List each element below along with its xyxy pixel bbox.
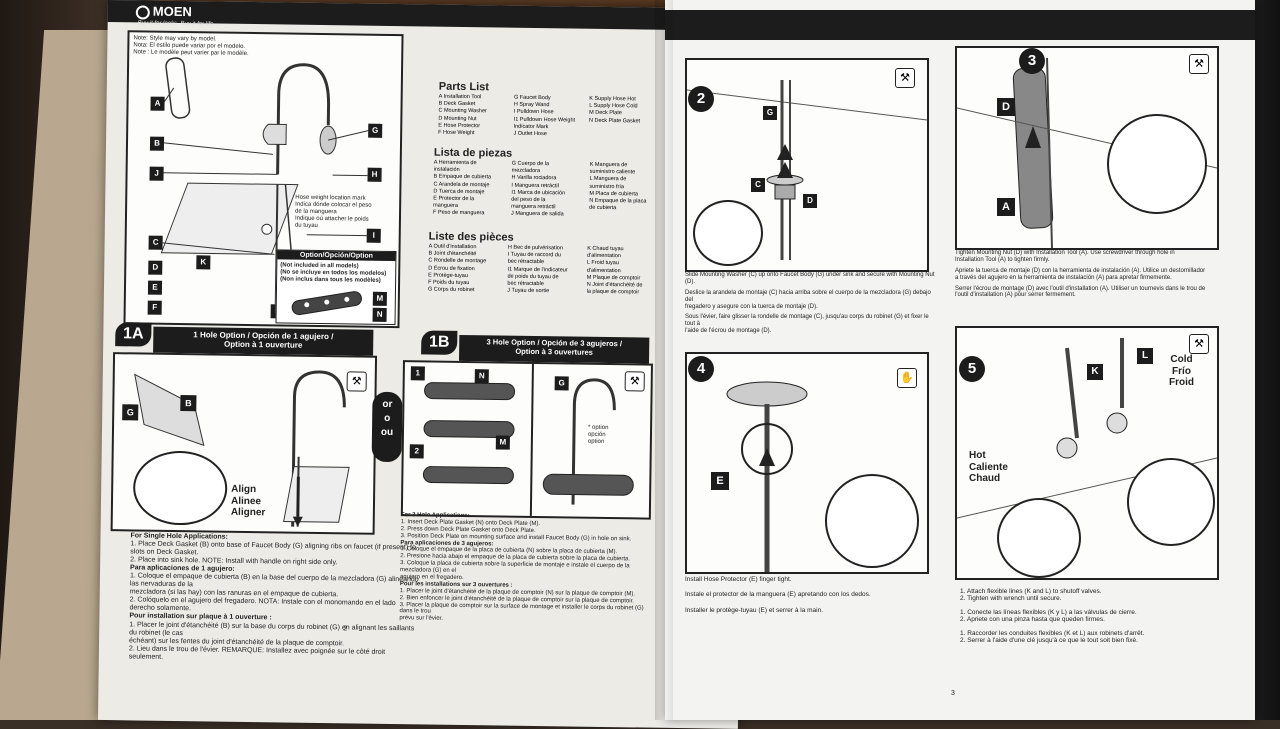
step-2-instructions: Slide Mounting Washer (C) up onto Faucet… — [685, 272, 935, 335]
wrench-tool-icon: ⚒ — [347, 371, 367, 391]
step-3-number: 3 — [1019, 48, 1045, 74]
step-4-diagram: E ✋ — [685, 352, 929, 574]
parts-list-title-en: Parts List — [439, 81, 489, 94]
label-g-2: G — [763, 106, 777, 120]
label-m-1b: M — [496, 435, 510, 449]
label-e: E — [148, 281, 162, 295]
step-1b-title: 3 Hole Option / Opción de 3 agujeros /Op… — [461, 338, 647, 358]
label-g: G — [368, 124, 382, 138]
option-box: Option/Opción/Option (Not included in al… — [276, 249, 397, 325]
step-2-diagram: C D G ⚒ — [685, 58, 929, 272]
sub-step-1: 1 — [411, 366, 425, 380]
label-j: J — [149, 167, 163, 181]
align-detail-circle — [133, 450, 228, 525]
overview-diagram: Note: Style may vary by model. Nota: El … — [123, 30, 403, 328]
label-c-2: C — [751, 178, 765, 192]
label-k: K — [196, 255, 210, 269]
label-n-1b: N — [475, 369, 489, 383]
brand-logo: MOEN — [136, 4, 192, 20]
hand-detail-circle — [693, 200, 763, 266]
step-4-instructions: Install Hose Protector (E) finger tight.… — [685, 576, 935, 614]
label-c: C — [149, 236, 163, 250]
step-2-number: 2 — [688, 86, 714, 112]
label-b-1a: B — [180, 395, 196, 411]
label-g-1a: G — [122, 404, 138, 420]
right-header-bar — [665, 10, 1255, 40]
wrench-tool-icon-2: ⚒ — [895, 68, 915, 88]
parts-list-title-es: Lista de piezas — [434, 147, 512, 161]
step-1a-instructions: For Single Hole Applications: 1. Place D… — [129, 532, 421, 665]
label-k-5: K — [1087, 364, 1103, 380]
label-b: B — [150, 137, 164, 151]
label-f: F — [148, 301, 162, 315]
center-fold — [655, 0, 673, 720]
hand-tool-icon: ✋ — [897, 368, 917, 388]
step-1b-instructions: For 3 Hole Applications: 1. Insert Deck … — [399, 512, 651, 626]
label-i: I — [367, 229, 381, 243]
wrench-tool-icon-5: ⚒ — [1189, 334, 1209, 354]
wrench-detail-circle — [1127, 458, 1215, 546]
label-d-3: D — [997, 98, 1015, 116]
page-number-left: 2 — [343, 625, 347, 633]
tool-detail-circle — [1107, 114, 1207, 214]
step-4-number: 4 — [688, 356, 714, 382]
label-h: H — [367, 168, 381, 182]
label-a-3: A — [997, 198, 1015, 216]
right-page: C D G ⚒ 2 Slide Mounting Washer (C) up o… — [665, 0, 1255, 720]
sub-step-2: 2 — [410, 444, 424, 458]
screwdriver-tool-icon: ⚒ — [1189, 54, 1209, 74]
wrench-tool-icon-1b: ⚒ — [625, 371, 645, 391]
label-l-5: L — [1137, 348, 1153, 364]
brand-tagline: Buy it for looks. Buy it for life. — [138, 20, 215, 28]
page-number-right: 3 — [951, 690, 955, 698]
label-m: M — [373, 292, 387, 306]
label-g-1b: G — [555, 376, 569, 390]
step-3-diagram: D A ⚒ — [955, 46, 1219, 250]
step-1b-tag: 1B — [421, 330, 457, 355]
parts-list-title-fr: Liste des pièces — [429, 231, 514, 245]
step-5-instructions: 1. Attach flexible lines (K and L) to sh… — [960, 588, 1230, 645]
step-5-number: 5 — [959, 356, 985, 382]
instruction-sheet: MOEN Buy it for looks. Buy it for life. … — [80, 0, 1250, 720]
step-1a-tag: 1A — [115, 322, 151, 347]
hose-weight-note: Hose weight location mark Indica dónde c… — [295, 195, 377, 231]
label-d-2: D — [803, 194, 817, 208]
step-1a-title: 1 Hole Option / Opción de 1 agujero /Opt… — [157, 330, 369, 351]
left-page: MOEN Buy it for looks. Buy it for life. … — [98, 0, 748, 729]
label-a: A — [150, 97, 164, 111]
hot-valve-detail-circle — [997, 498, 1081, 578]
label-e-4: E — [711, 472, 729, 490]
label-n: N — [373, 308, 387, 322]
step-3-instructions: Tighten Mounting Nut (D) with Installati… — [955, 250, 1225, 299]
finger-tight-detail-circle — [825, 474, 919, 568]
label-d: D — [148, 261, 162, 275]
